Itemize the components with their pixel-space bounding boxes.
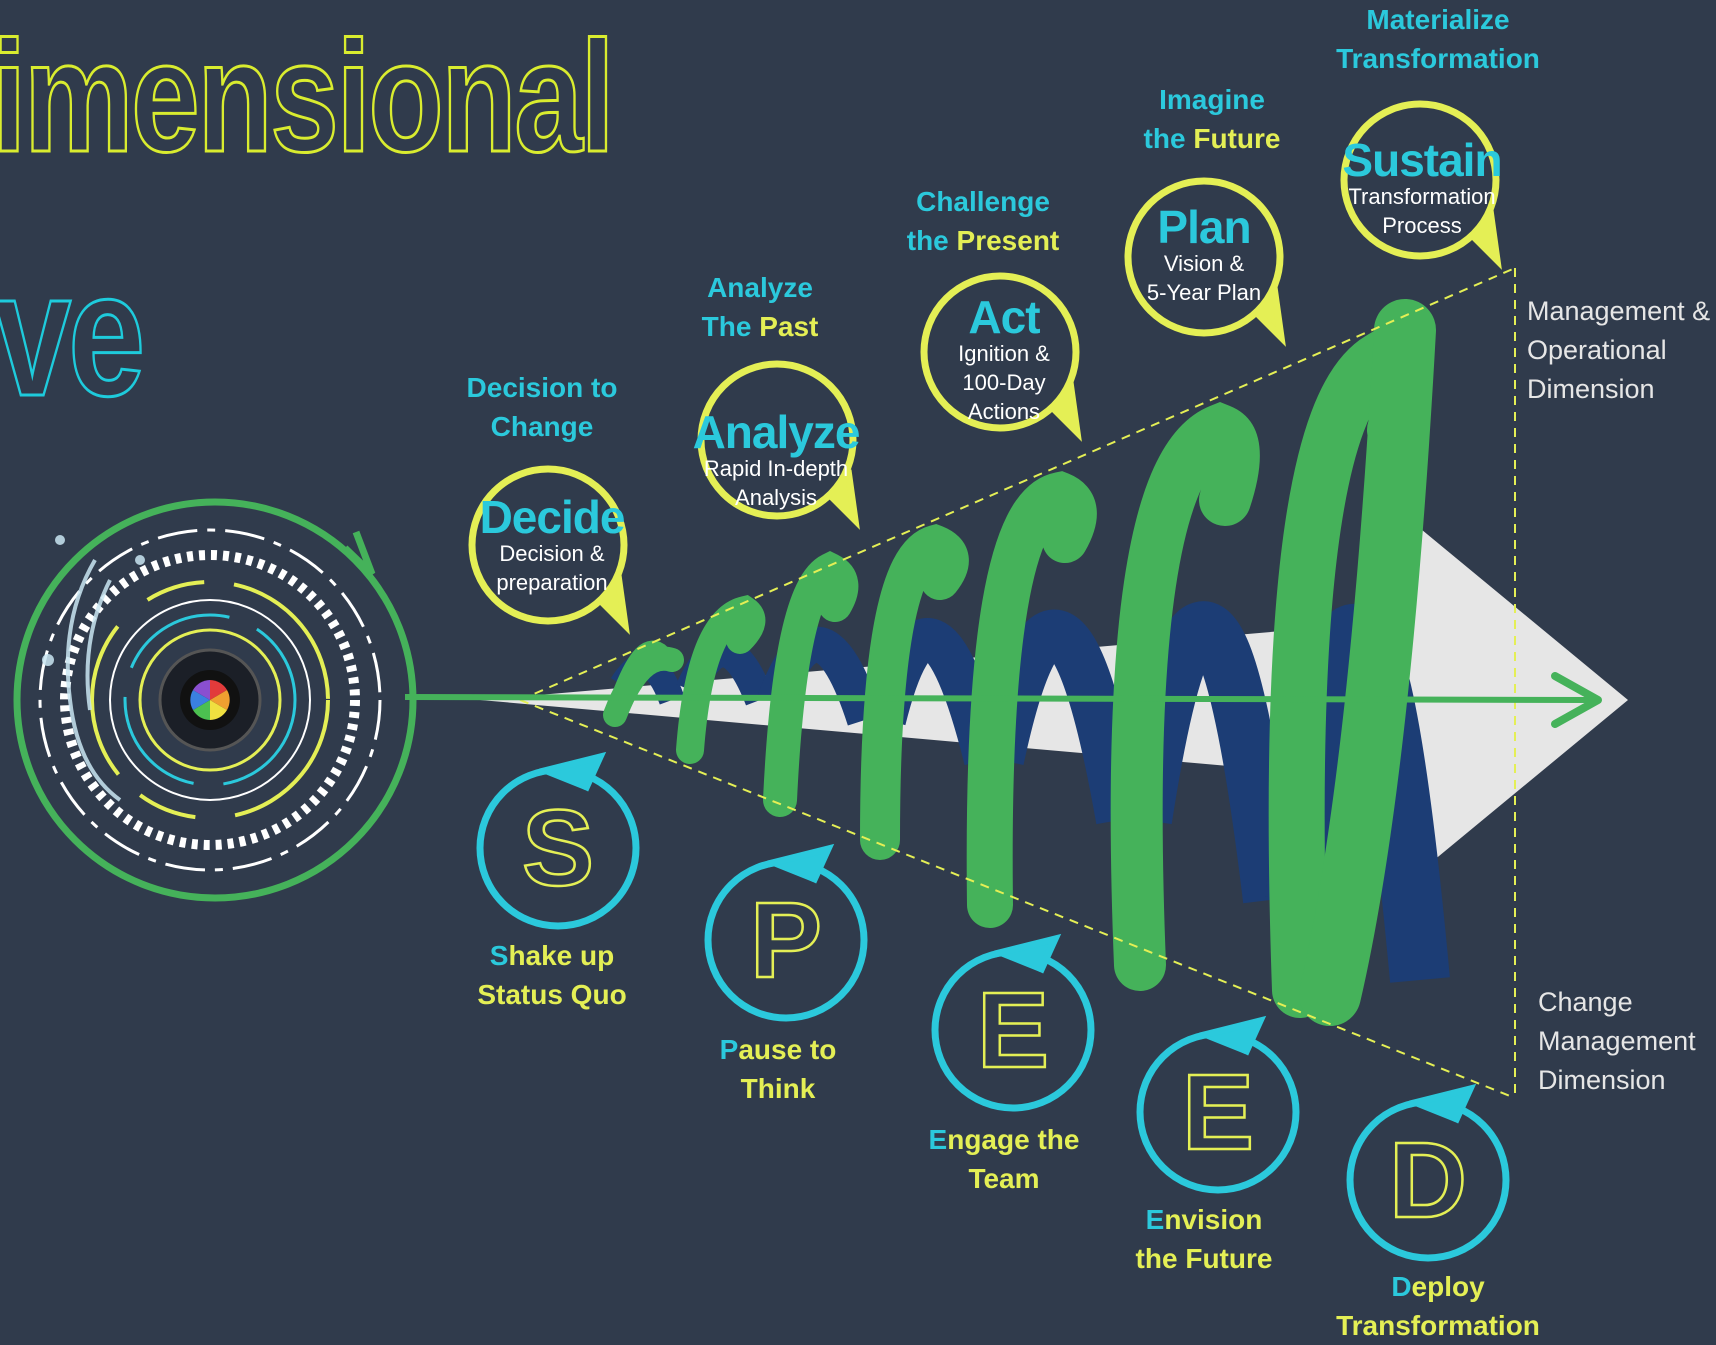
timeline-arrow bbox=[404, 672, 1602, 728]
dimension-cone bbox=[519, 267, 1516, 1099]
water-splash-icon bbox=[42, 535, 145, 802]
speed-label-engage: Engage the Team bbox=[928, 1124, 1080, 1194]
bubble-decide: Decide Decision & preparation bbox=[479, 491, 626, 595]
speed-label-envision: Envision the Future bbox=[1135, 1204, 1273, 1274]
phase-header-plan: Imagine the Future bbox=[1143, 84, 1281, 154]
camera-aperture-icon bbox=[13, 498, 417, 902]
phase-header-sustain: Materialize Transformation bbox=[1336, 4, 1540, 74]
upper-dimension-label: Management & Operational Dimension bbox=[1527, 296, 1711, 404]
speed-label-deploy: Deploy Transformation bbox=[1336, 1271, 1540, 1341]
speed-letter-e1: E bbox=[976, 969, 1051, 1090]
bubble-act: Act Ignition & 100-Day Actions bbox=[958, 291, 1050, 424]
speed-label-shake: Shake up Status Quo bbox=[477, 940, 627, 1010]
lower-dimension-label: Change Management Dimension bbox=[1538, 987, 1696, 1095]
bubble-sustain: Sustain Transformation Process bbox=[1342, 134, 1502, 238]
page-subtitle: ve bbox=[0, 234, 146, 433]
speed-letter-d: D bbox=[1388, 1119, 1469, 1240]
speed-letter-e2: E bbox=[1181, 1051, 1256, 1172]
phase-bubbles bbox=[468, 100, 1502, 635]
bubble-analyze: Analyze Rapid In-depth Analysis bbox=[692, 406, 861, 510]
speed-letter-p: P bbox=[749, 879, 824, 1000]
speed-label-pause: Pause to Think bbox=[719, 1034, 837, 1104]
spiral-coils bbox=[603, 299, 1450, 1026]
speed-circles bbox=[476, 751, 1510, 1262]
page-title: imensional bbox=[0, 9, 616, 185]
speed-letter-s: S bbox=[521, 787, 596, 908]
phase-header-act: Challenge the Present bbox=[906, 186, 1060, 256]
bubble-plan: Plan Vision & 5-Year Plan bbox=[1146, 201, 1262, 305]
phase-header-decide: Decision to Change bbox=[466, 372, 618, 442]
phase-header-analyze: Analyze The Past bbox=[701, 272, 819, 342]
